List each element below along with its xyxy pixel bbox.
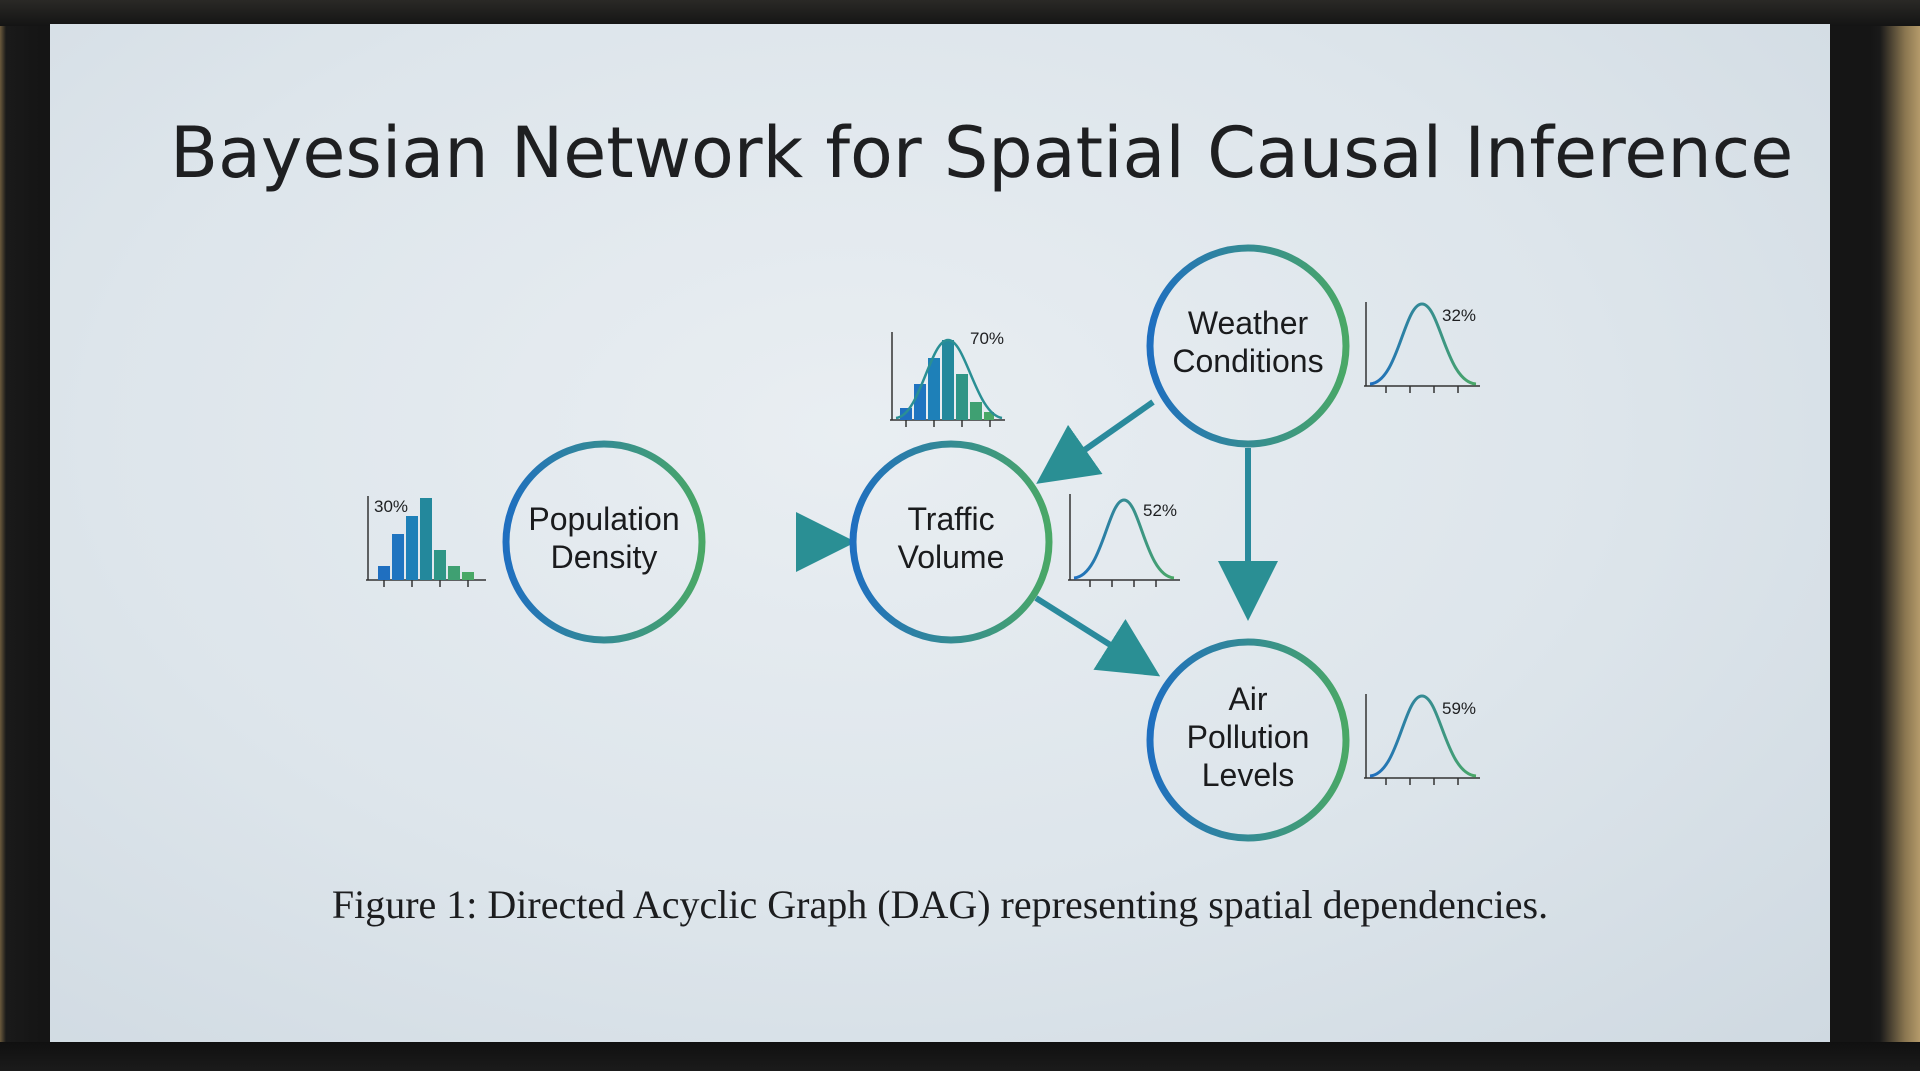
- traffic-bell-chart: 52%: [1068, 494, 1180, 587]
- hist-bar: [406, 516, 418, 580]
- node-air-pollution-levels: Air Pollution Levels: [1146, 638, 1350, 842]
- node-label-line: Density: [551, 539, 658, 575]
- hist-bar: [448, 566, 460, 580]
- node-population-density: Population Density: [502, 440, 706, 644]
- node-label-line: Pollution: [1187, 719, 1310, 755]
- figure-caption: Figure 1: Directed Acyclic Graph (DAG) r…: [331, 882, 1549, 927]
- slide-title: Bayesian Network for Spatial Causal Infe…: [170, 112, 1794, 194]
- slide-screen: Bayesian Network for Spatial Causal Infe…: [50, 24, 1830, 1042]
- edges: [706, 399, 1278, 677]
- node-label-line: Air: [1228, 681, 1267, 717]
- edge-traffic-pollution: [1034, 595, 1161, 677]
- weather-percent: 32%: [1442, 306, 1476, 325]
- population-percent: 30%: [374, 497, 408, 516]
- edge-weather-traffic: [1036, 399, 1155, 484]
- traffic-hist-curve: [895, 338, 1003, 420]
- hist-bar: [984, 412, 994, 420]
- node-label-line: Population: [528, 501, 679, 537]
- traffic-hist-percent: 70%: [970, 329, 1004, 348]
- pollution-percent: 59%: [1442, 699, 1476, 718]
- pollution-bell-chart: 59%: [1364, 694, 1480, 785]
- node-traffic-volume: Traffic Volume: [849, 440, 1053, 644]
- node-label-line: Conditions: [1172, 343, 1323, 379]
- hist-bar: [942, 340, 954, 420]
- weather-bell-chart: 32%: [1364, 302, 1480, 393]
- hist-bar: [392, 534, 404, 580]
- hist-bar: [434, 550, 446, 580]
- node-label-line: Volume: [898, 539, 1005, 575]
- population-histogram: 30%: [366, 496, 486, 587]
- hist-bar: [970, 402, 982, 420]
- hist-bar: [462, 572, 474, 580]
- node-label-line: Levels: [1202, 757, 1295, 793]
- hist-bar: [378, 566, 390, 580]
- node-label-line: Weather: [1188, 305, 1309, 341]
- monitor-bezel-top: [0, 0, 1920, 26]
- hist-bar: [420, 498, 432, 580]
- traffic-percent: 52%: [1143, 501, 1177, 520]
- dag-diagram: Population Density Traffic Volume Weathe…: [366, 244, 1480, 842]
- node-weather-conditions: Weather Conditions: [1146, 244, 1350, 448]
- node-label-line: Traffic: [907, 501, 994, 537]
- pollution-bell-curve: [1369, 694, 1477, 778]
- traffic-histogram: 70%: [890, 329, 1005, 427]
- hist-bar: [928, 358, 940, 420]
- hist-bar: [956, 374, 968, 420]
- monitor-bezel-bottom: [0, 1042, 1920, 1071]
- traffic-bell-curve: [1073, 498, 1175, 580]
- weather-bell-curve: [1369, 302, 1477, 386]
